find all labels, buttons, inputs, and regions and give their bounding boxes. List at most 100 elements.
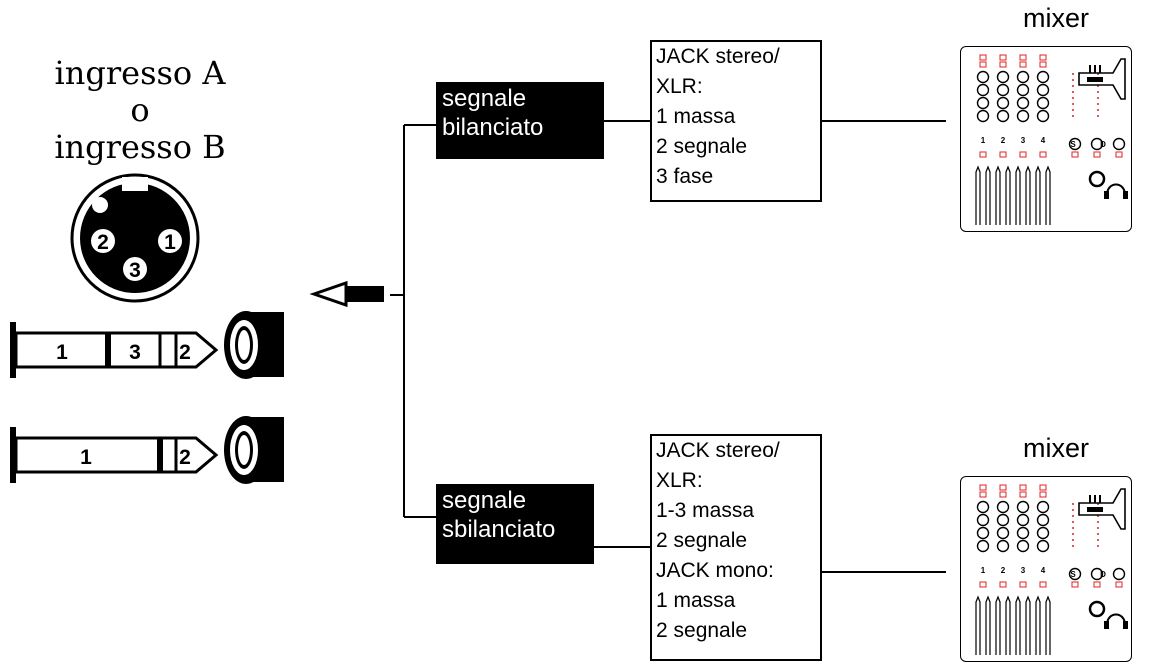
fader-icon	[1035, 165, 1041, 225]
knob-icon	[976, 70, 990, 84]
meter-dot	[1097, 109, 1099, 111]
unbalanced-info-box: JACK stereo/ XLR: 1-3 massa 2 segnale JA…	[650, 434, 822, 661]
channel-number: 3	[1021, 566, 1026, 575]
led-icon	[999, 581, 1007, 588]
trumpet-icon	[1078, 488, 1126, 530]
balanced-label-line-2: bilanciato	[442, 114, 544, 141]
led-icon	[999, 61, 1007, 68]
knob-icon	[1036, 539, 1050, 553]
fader-icon	[1025, 165, 1031, 225]
meter-dot	[1072, 515, 1074, 517]
fader-icon	[1045, 165, 1051, 225]
knob-icon	[976, 83, 990, 97]
input-title-line-3: ingresso B	[54, 128, 226, 166]
knob-icon	[1036, 109, 1050, 123]
meter-dot	[1072, 79, 1074, 81]
fader-icon	[995, 165, 1001, 225]
knob-icon	[1088, 170, 1106, 188]
led-icon	[1019, 581, 1027, 588]
knob-icon	[1016, 96, 1030, 110]
led-icon	[999, 484, 1007, 491]
unbalanced-signal-label: segnale sbilanciato	[436, 484, 594, 564]
knob-icon	[1016, 500, 1030, 514]
knob-icon	[1068, 137, 1082, 151]
knob-icon	[996, 500, 1010, 514]
meter-dot	[1072, 509, 1074, 511]
knob-icon	[996, 109, 1010, 123]
trumpet-icon	[1078, 58, 1126, 100]
knob-icon	[976, 109, 990, 123]
headphones-icon	[1123, 191, 1128, 199]
knob-icon	[976, 513, 990, 527]
led-icon	[1115, 581, 1123, 588]
meter-dot	[1097, 533, 1099, 535]
knob-icon	[996, 513, 1010, 527]
fader-icon	[975, 595, 981, 655]
unbalanced-info-line: 1-3 massa	[656, 499, 755, 522]
balanced-info-line: 2 segnale	[656, 135, 748, 158]
led-icon	[999, 54, 1007, 61]
meter-dot	[1097, 545, 1099, 547]
ts-section-2: 2	[179, 446, 191, 469]
meter-dot	[1072, 503, 1074, 505]
knob-icon	[1112, 137, 1126, 151]
knob-icon	[1016, 70, 1030, 84]
ts-jack-icon: 1 2	[10, 416, 284, 484]
led-icon	[979, 54, 987, 61]
balanced-info-line: XLR:	[656, 75, 703, 98]
meter-dot	[1072, 91, 1074, 93]
trs-section-3: 3	[129, 341, 141, 364]
trs-section-1: 1	[56, 341, 68, 364]
led-icon	[1039, 491, 1047, 498]
meter-dot	[1072, 115, 1074, 117]
unbalanced-info-line: 1 massa	[656, 589, 736, 612]
fader-icon	[1025, 595, 1031, 655]
svg-text:1: 1	[164, 231, 176, 254]
svg-text:3: 3	[129, 259, 141, 282]
unbalanced-label-line-2: sbilanciato	[442, 516, 556, 543]
trs-section-2: 2	[179, 341, 191, 364]
led-icon	[979, 491, 987, 498]
channel-number: 4	[1041, 566, 1046, 575]
knob-icon	[1112, 567, 1126, 581]
knob-icon	[996, 526, 1010, 540]
meter-dot	[1072, 73, 1074, 75]
led-icon	[1115, 151, 1123, 158]
fader-icon	[1005, 595, 1011, 655]
unbalanced-info-line: 2 segnale	[656, 619, 748, 642]
knob-icon	[1016, 83, 1030, 97]
knob-icon	[1016, 539, 1030, 553]
led-icon	[979, 151, 987, 158]
knob-icon	[996, 96, 1010, 110]
input-title-line-2: o	[130, 91, 150, 129]
xlr-pin-2: 2	[91, 229, 115, 254]
meter-dot	[1072, 545, 1074, 547]
knob-icon	[976, 500, 990, 514]
meter-dot	[1072, 109, 1074, 111]
fader-icon	[995, 595, 1001, 655]
channel-number: 1	[981, 566, 986, 575]
knob-icon	[1090, 567, 1104, 581]
fader-icon	[1035, 595, 1041, 655]
knob-icon	[1090, 137, 1104, 151]
led-icon	[1019, 61, 1027, 68]
mixer-bottom-label: mixer	[1023, 433, 1089, 463]
led-icon	[1039, 61, 1047, 68]
fader-icon	[1015, 165, 1021, 225]
balanced-info-line: JACK stereo/	[656, 45, 780, 68]
led-icon	[979, 61, 987, 68]
led-icon	[1093, 151, 1101, 158]
knob-icon	[1016, 109, 1030, 123]
knob-icon	[1036, 70, 1050, 84]
balanced-info-line: 1 massa	[656, 105, 736, 128]
led-icon	[1093, 581, 1101, 588]
led-icon	[999, 491, 1007, 498]
fader-icon	[985, 165, 991, 225]
unbalanced-info-line: 2 segnale	[656, 529, 748, 552]
knob-icon	[1088, 600, 1106, 618]
